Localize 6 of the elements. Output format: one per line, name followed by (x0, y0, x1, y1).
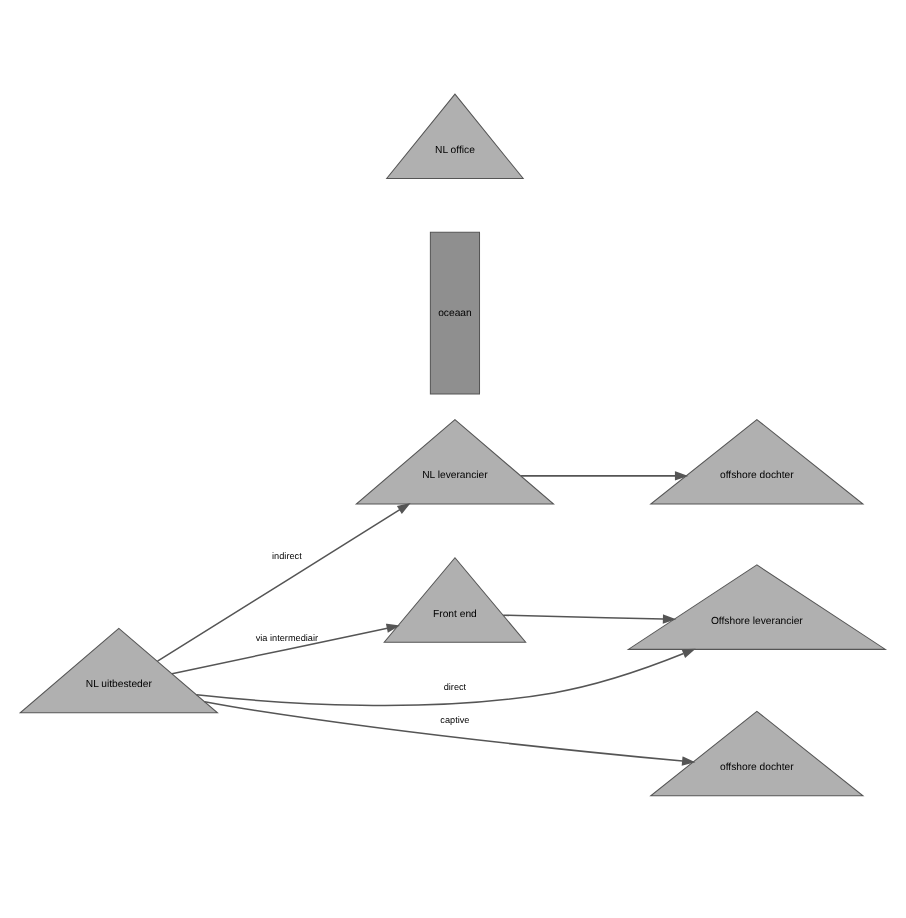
arrow (502, 614, 677, 624)
arrow (520, 471, 689, 481)
arrow (195, 648, 696, 707)
arrow (203, 701, 696, 766)
arrow (156, 502, 411, 662)
arrow (171, 623, 400, 675)
